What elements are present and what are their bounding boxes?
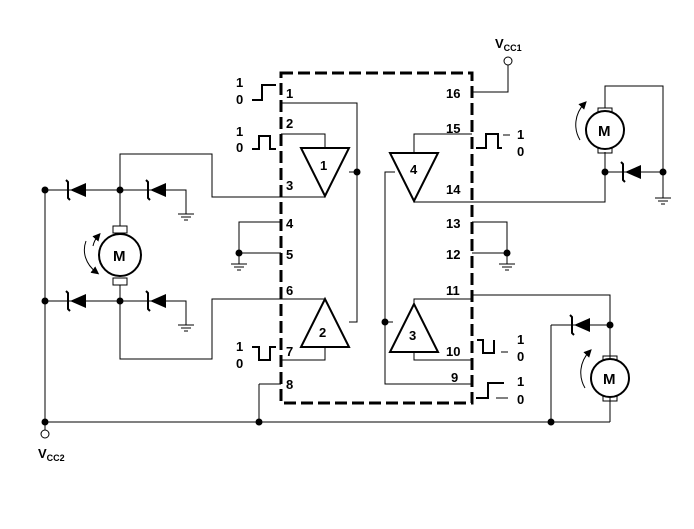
- waveform-pin9: 1 0: [476, 374, 524, 407]
- driver-4-label: 4: [410, 162, 418, 177]
- pin-8: 8: [286, 377, 293, 392]
- pin-12: 12: [446, 247, 460, 262]
- svg-text:1: 1: [517, 374, 524, 389]
- pin-15: 15: [446, 121, 460, 136]
- pin-4: 4: [286, 216, 294, 231]
- left-hbridge-circuit: M: [41, 153, 281, 360]
- ground-pins-12-13: [472, 221, 515, 271]
- svg-text:0: 0: [517, 349, 524, 364]
- pin-7: 7: [286, 344, 293, 359]
- svg-text:1: 1: [236, 339, 243, 354]
- ic-package-outline: [279, 71, 474, 405]
- driver-2-label: 2: [319, 325, 326, 340]
- ground-pins-4-5: [231, 221, 281, 271]
- diode-right-top: [620, 161, 641, 183]
- motor-left: M: [83, 225, 142, 286]
- pin-3: 3: [286, 178, 293, 193]
- pin-6: 6: [286, 283, 293, 298]
- vcc2-label: VCC2: [38, 446, 65, 463]
- driver-4: 4: [388, 152, 440, 204]
- motor-right-top: M: [575, 101, 625, 154]
- svg-text:1: 1: [236, 124, 243, 139]
- vcc1-terminal: VCC1: [472, 36, 522, 93]
- diode-top-left: [65, 179, 86, 201]
- diode-bottom-left: [65, 290, 86, 312]
- pin-11: 11: [446, 283, 460, 298]
- waveform-pin2: 1 0: [236, 124, 276, 155]
- pin-5: 5: [286, 247, 293, 262]
- driver-1-label: 1: [320, 158, 327, 173]
- svg-text:1: 1: [517, 127, 524, 142]
- right-pin-labels: 16 15 14 13 12 11 10 9: [446, 86, 461, 385]
- diode-bottom-right: [145, 290, 194, 332]
- svg-text:0: 0: [517, 392, 524, 407]
- logic-low: 0: [236, 140, 243, 155]
- waveform-pin7: 1 0: [236, 339, 276, 371]
- left-pin-labels: 1 2 3 4 5 6 7 8: [286, 86, 294, 392]
- waveform-pin1: 1 0: [236, 75, 276, 107]
- right-top-motor-circuit: M: [472, 85, 671, 205]
- right-bottom-motor-circuit: M: [472, 294, 630, 422]
- motor-right-bottom-label: M: [603, 371, 616, 388]
- svg-text:0: 0: [236, 92, 243, 107]
- pin-1: 1: [286, 86, 293, 101]
- pin-10: 10: [446, 344, 460, 359]
- driver-2: 2: [299, 296, 351, 348]
- svg-text:0: 0: [236, 356, 243, 371]
- pin-2: 2: [286, 116, 293, 131]
- pin-16: 16: [446, 86, 460, 101]
- pin-14: 14: [446, 182, 461, 197]
- vcc2-bus: VCC2: [38, 190, 610, 463]
- svg-text:1: 1: [517, 332, 524, 347]
- waveform-pin10: 1 0: [477, 332, 524, 364]
- pin-13: 13: [446, 216, 460, 231]
- vcc1-label: VCC1: [495, 36, 522, 53]
- svg-text:0: 0: [517, 144, 524, 159]
- svg-text:1: 1: [236, 75, 243, 90]
- waveform-pin15: 1 0: [476, 127, 524, 159]
- driver-3: 3: [388, 301, 440, 353]
- motor-right-bottom: M: [580, 349, 630, 402]
- driver-1: 1: [299, 147, 351, 199]
- pin-9: 9: [451, 370, 458, 385]
- motor-right-top-label: M: [598, 123, 611, 140]
- driver-3-label: 3: [409, 328, 416, 343]
- motor-left-label: M: [113, 248, 126, 265]
- internal-wiring: [258, 102, 472, 422]
- diode-right-bottom: [569, 314, 590, 336]
- diode-top-right: [145, 179, 194, 221]
